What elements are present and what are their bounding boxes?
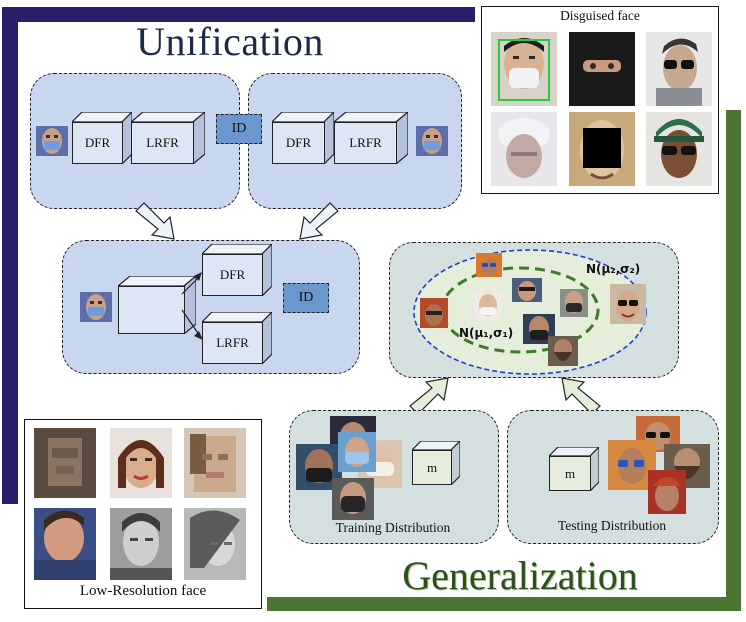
face-thumbnail xyxy=(636,416,680,452)
branch-arrows xyxy=(181,272,203,340)
dfr-head-box: DFR xyxy=(202,244,272,296)
frame-left-bar xyxy=(2,7,18,504)
lrfr-label: LRFR xyxy=(131,122,194,164)
face-lowres-photo xyxy=(110,508,172,580)
masked-face-thumbnail xyxy=(416,126,448,156)
face-thumbnail xyxy=(560,289,588,317)
dfr-label: DFR xyxy=(202,254,263,296)
shared-backbone-box xyxy=(118,276,196,334)
dfr-label: DFR xyxy=(72,122,123,164)
face-thumbnail xyxy=(420,298,448,328)
face-lowres-photo xyxy=(110,428,172,498)
training-distribution-caption: Training Distribution xyxy=(335,520,451,535)
lrfr-box-left: LRFR xyxy=(131,112,205,164)
lrfr-label: LRFR xyxy=(202,322,263,364)
face-thumbnail xyxy=(664,444,710,488)
block-arrow-icon xyxy=(299,202,339,240)
face-lowres-photo xyxy=(34,508,96,580)
lrfr-label: LRFR xyxy=(334,122,397,164)
model-m-box-training: m xyxy=(412,441,460,485)
frame-right-bar xyxy=(726,110,741,610)
face-thumbnail xyxy=(332,478,374,520)
model-m-box-testing: m xyxy=(549,447,599,491)
face-cap-sunglasses-photo xyxy=(646,112,712,186)
masked-face-thumbnail xyxy=(36,126,68,156)
lrfr-head-box: LRFR xyxy=(202,312,272,364)
lrfr-box-right: LRFR xyxy=(334,112,408,164)
dfr-label: DFR xyxy=(272,122,325,164)
face-lowres-photo xyxy=(184,428,246,498)
face-thumbnail xyxy=(512,278,542,302)
testing-distribution-caption: Testing Distribution xyxy=(557,518,667,533)
dfr-box-left: DFR xyxy=(72,112,132,164)
dfr-box-right: DFR xyxy=(272,112,334,164)
unification-title: Unification xyxy=(136,19,324,64)
face-thumbnail xyxy=(338,432,376,472)
id-box-top: ID xyxy=(216,114,262,144)
face-niqab-photo xyxy=(569,32,635,106)
generalization-title: Generalization xyxy=(402,553,638,598)
m-label: m xyxy=(412,450,452,485)
frame-top-bar xyxy=(2,7,475,22)
frame-bottom-bar xyxy=(267,597,741,611)
disguised-face-caption: Disguised face xyxy=(560,8,640,23)
face-occluded-box-photo xyxy=(569,112,635,186)
face-sunglasses-photo xyxy=(646,32,712,106)
masked-face-thumbnail xyxy=(80,292,112,322)
inner-distribution-label: N(μ₁,σ₁) xyxy=(459,326,514,340)
low-resolution-face-caption: Low-Resolution face xyxy=(79,583,207,599)
face-lowres-photo xyxy=(34,428,96,498)
face-thumbnail xyxy=(648,470,686,514)
face-blurred-cap-photo xyxy=(491,112,557,186)
face-thumbnail xyxy=(474,292,502,320)
face-mask-photo xyxy=(491,32,557,106)
outer-distribution-label: N(μ₂,σ₂) xyxy=(586,262,641,276)
block-arrow-icon xyxy=(135,202,175,240)
id-box-unified: ID xyxy=(283,283,329,313)
m-label: m xyxy=(549,456,591,491)
face-lowres-photo xyxy=(184,508,246,580)
face-thumbnail xyxy=(476,253,502,277)
face-thumbnail xyxy=(548,336,578,366)
face-thumbnail xyxy=(610,284,646,324)
